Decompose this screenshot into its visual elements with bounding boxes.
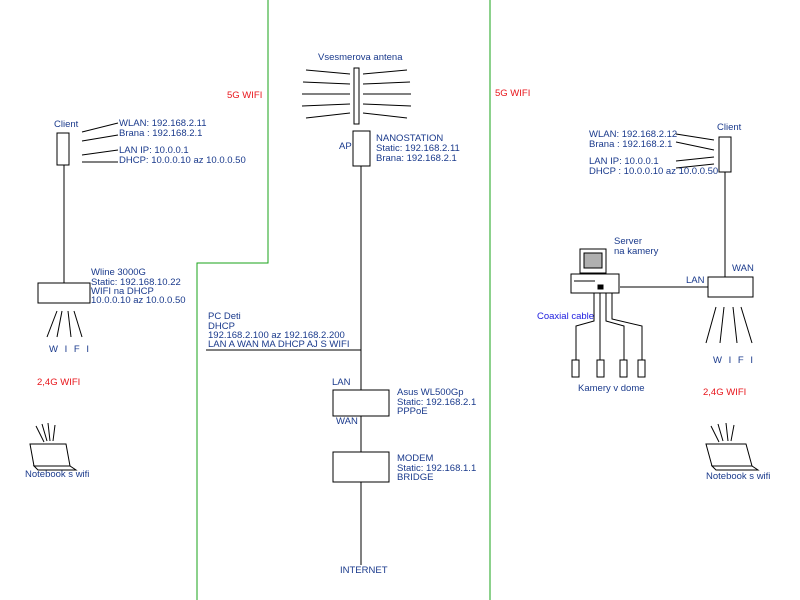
antenna-radiation-lines xyxy=(301,69,412,119)
asus-router-name: Asus WL500Gp xyxy=(397,387,464,398)
right-wlan: WLAN: 192.168.2.12 xyxy=(589,129,678,140)
camera-2 xyxy=(596,359,605,378)
antenna-mast xyxy=(353,67,360,125)
right-gateway: Brana : 192.168.2.1 xyxy=(589,139,673,150)
wline-router-range: 10.0.0.10 az 10.0.0.50 xyxy=(91,295,186,306)
left-lan-ip: LAN IP: 10.0.0.1 xyxy=(119,145,189,156)
camera-1 xyxy=(571,359,580,378)
left-notebook-icon xyxy=(29,422,78,471)
right-lan-ip: LAN IP: 10.0.0.1 xyxy=(589,156,659,167)
left-client-signal-lines xyxy=(81,122,119,163)
camera-3 xyxy=(619,359,628,378)
coaxial-cables xyxy=(575,293,643,360)
asus-router-box xyxy=(332,389,390,417)
router-wan-label: WAN xyxy=(336,416,358,427)
pc-note: LAN A WAN MA DHCP AJ S WIFI xyxy=(208,339,350,350)
left-wifi-label: W I F I xyxy=(49,344,91,355)
left-zone-border xyxy=(196,0,269,600)
pc-name: PC Deti xyxy=(208,311,241,322)
pc-mode: DHCP xyxy=(208,321,235,332)
router-lan-label: LAN xyxy=(332,377,351,388)
right-notebook-label: Notebook s wifi xyxy=(706,471,771,482)
wifi-5g-left-label: 5G WIFI xyxy=(227,90,263,101)
nanostation-name: NANOSTATION xyxy=(376,133,444,144)
modem-mode: BRIDGE xyxy=(397,472,434,483)
server-screen xyxy=(583,252,603,269)
cameras-label: Kamery v dome xyxy=(578,383,645,394)
wline-router-mode: WIFI na DHCP xyxy=(91,286,154,297)
server-base xyxy=(570,273,620,294)
asus-router-static: Static: 192.168.2.1 xyxy=(397,397,477,408)
pc-range: 192.168.2.100 az 192.168.2.200 xyxy=(208,330,345,341)
wifi-5g-right-label: 5G WIFI xyxy=(495,88,531,99)
server-lan-label: LAN xyxy=(686,275,705,286)
right-wifi-antenna-lines xyxy=(705,306,753,344)
left-wlan: WLAN: 192.168.2.11 xyxy=(119,118,207,129)
coaxial-cable-label: Coaxial cable xyxy=(537,311,595,322)
wifi-24g-left-label: 2,4G WIFI xyxy=(37,377,81,388)
right-client-signal-lines xyxy=(675,133,715,169)
omni-antenna xyxy=(301,67,412,125)
right-client-box xyxy=(718,136,732,173)
left-gateway: Brana : 192.168.2.1 xyxy=(119,128,203,139)
modem-static: Static: 192.168.1.1 xyxy=(397,463,477,474)
nanostation-gateway: Brana: 192.168.2.1 xyxy=(376,153,457,164)
internet-label: INTERNET xyxy=(340,565,388,576)
server-label-line2: na kamery xyxy=(614,246,659,257)
left-wifi-antenna-lines xyxy=(46,310,83,338)
modem-box xyxy=(332,451,390,483)
asus-router-proto: PPPoE xyxy=(397,406,428,417)
camera-server-icon xyxy=(570,248,620,294)
server-label-line1: Server xyxy=(614,236,642,247)
left-client-box xyxy=(56,132,70,166)
left-notebook-label: Notebook s wifi xyxy=(25,469,90,480)
ap-label: AP xyxy=(339,141,352,152)
camera-4 xyxy=(637,359,646,378)
left-dhcp: DHCP: 10.0.0.10 az 10.0.0.50 xyxy=(119,155,246,166)
right-router-box xyxy=(707,276,754,298)
cameras xyxy=(571,359,646,378)
wline-router-name: Wline 3000G xyxy=(91,267,146,278)
modem-name: MODEM xyxy=(397,453,434,464)
zone-borders xyxy=(196,0,491,600)
right-client-label: Client xyxy=(717,122,742,133)
right-notebook-icon xyxy=(705,422,760,471)
wline-router-box xyxy=(37,282,91,304)
left-client-label: Client xyxy=(54,119,79,130)
nanostation-static: Static: 192.168.2.11 xyxy=(376,143,460,154)
nanostation-ap-box xyxy=(352,130,371,167)
right-wifi-label: W I F I xyxy=(713,355,755,366)
right-dhcp: DHCP : 10.0.0.10 az 10.0.0.50 xyxy=(589,166,719,177)
antenna-label: Vsesmerova antena xyxy=(318,52,403,63)
right-router-wan-label: WAN xyxy=(732,263,754,274)
wifi-24g-right-label: 2,4G WIFI xyxy=(703,387,747,398)
wline-router-static: Static: 192.168.10.22 xyxy=(91,277,181,288)
